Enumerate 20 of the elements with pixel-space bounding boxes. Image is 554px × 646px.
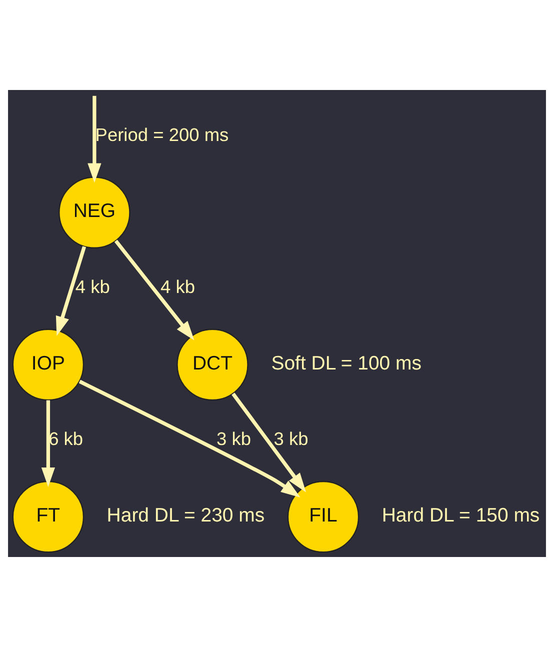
node-circle: FIL: [287, 480, 360, 552]
node-circle: DCT: [176, 328, 248, 400]
node-label: Hard DL = 230 ms: [106, 504, 265, 526]
arrow: [232, 392, 306, 492]
edge-label: 4 kb: [75, 275, 110, 296]
arrow: [88, 95, 102, 182]
node-circle: IOP: [12, 328, 84, 400]
edge-label: 4 kb: [160, 275, 196, 296]
edge-label: 3 kb: [274, 428, 308, 449]
node-circle: NEG: [58, 176, 130, 248]
edge-label: Period = 200 ms: [95, 123, 229, 144]
edge-label: 6 kb: [48, 428, 84, 449]
arrow: [56, 246, 86, 336]
node-label: Soft DL = 100 ms: [271, 352, 422, 374]
node-circle: FT: [12, 480, 84, 552]
arrow: [78, 379, 300, 497]
arrow: [114, 239, 194, 340]
node-label: Hard DL = 150 ms: [382, 504, 540, 526]
arrow: [41, 400, 56, 486]
edge-label: 3 kb: [216, 428, 252, 449]
